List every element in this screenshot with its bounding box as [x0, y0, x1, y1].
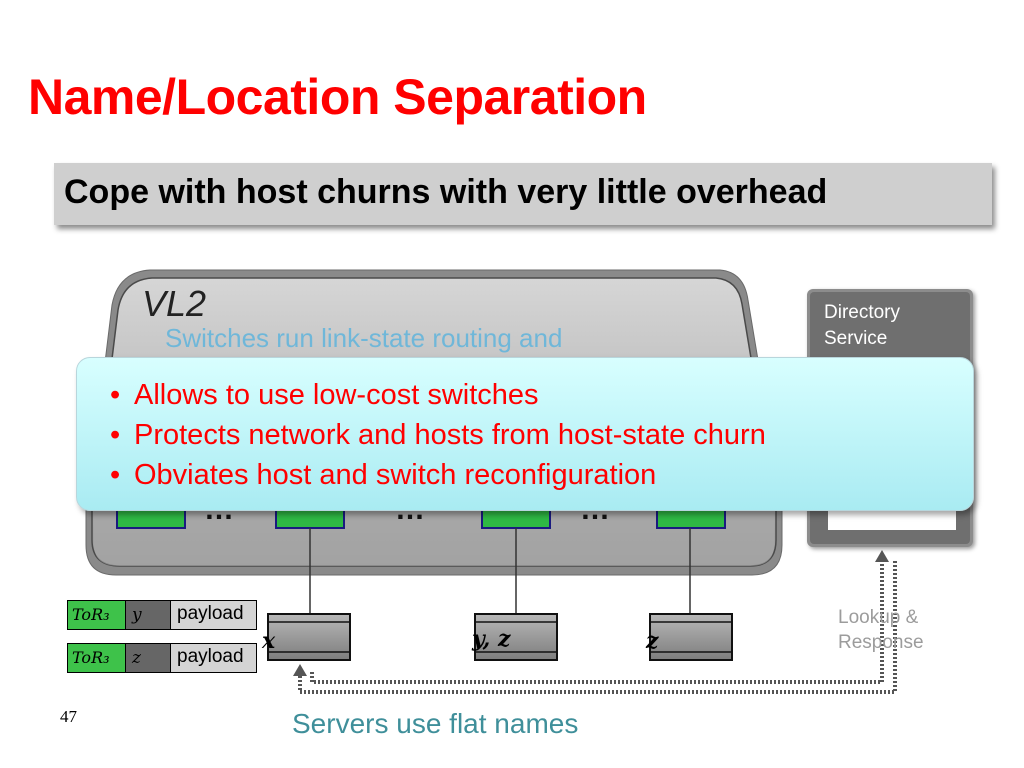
page-number: 47 — [60, 707, 77, 726]
bullet-item: •Protects network and hosts from host-st… — [110, 419, 766, 451]
server-name-yz: y, z — [472, 626, 511, 652]
subtitle-band — [54, 163, 992, 225]
bullet-item: •Allows to use low-cost switches — [110, 379, 539, 411]
bullet-item: •Obviates host and switch reconfiguratio… — [110, 459, 657, 491]
server-name-x: x — [262, 628, 276, 654]
server-name-z: z — [646, 628, 659, 654]
server-z — [649, 613, 733, 661]
slide-title: Name/Location Separation — [28, 69, 647, 125]
packet-1: ToR₃ y payload — [67, 600, 257, 630]
callout-bullets: •Allows to use low-cost switches •Protec… — [110, 375, 766, 495]
routing-text: Switches run link-state routing and — [165, 323, 563, 353]
packet-payload-field: payload — [170, 643, 257, 673]
server-x — [267, 613, 351, 661]
packet-tor-field: ToR₃ — [67, 643, 126, 673]
packet-tor-field: ToR₃ — [67, 600, 126, 630]
vl2-label: VL2 — [142, 283, 207, 324]
packet-addr-field: y — [125, 600, 171, 630]
packet-2: ToR₃ z payload — [67, 643, 257, 673]
lookup-path — [293, 546, 898, 695]
packet-addr-field: z — [125, 643, 171, 673]
lookup-response-label: Lookup & Response — [838, 607, 924, 653]
subtitle-text: Cope with host churns with very little o… — [64, 173, 828, 211]
packet-payload-field: payload — [170, 600, 257, 630]
server-yz — [474, 613, 558, 661]
servers-caption: Servers use flat names — [292, 708, 579, 739]
directory-service-label: Directory Service — [824, 302, 901, 349]
callout-box — [76, 357, 974, 511]
